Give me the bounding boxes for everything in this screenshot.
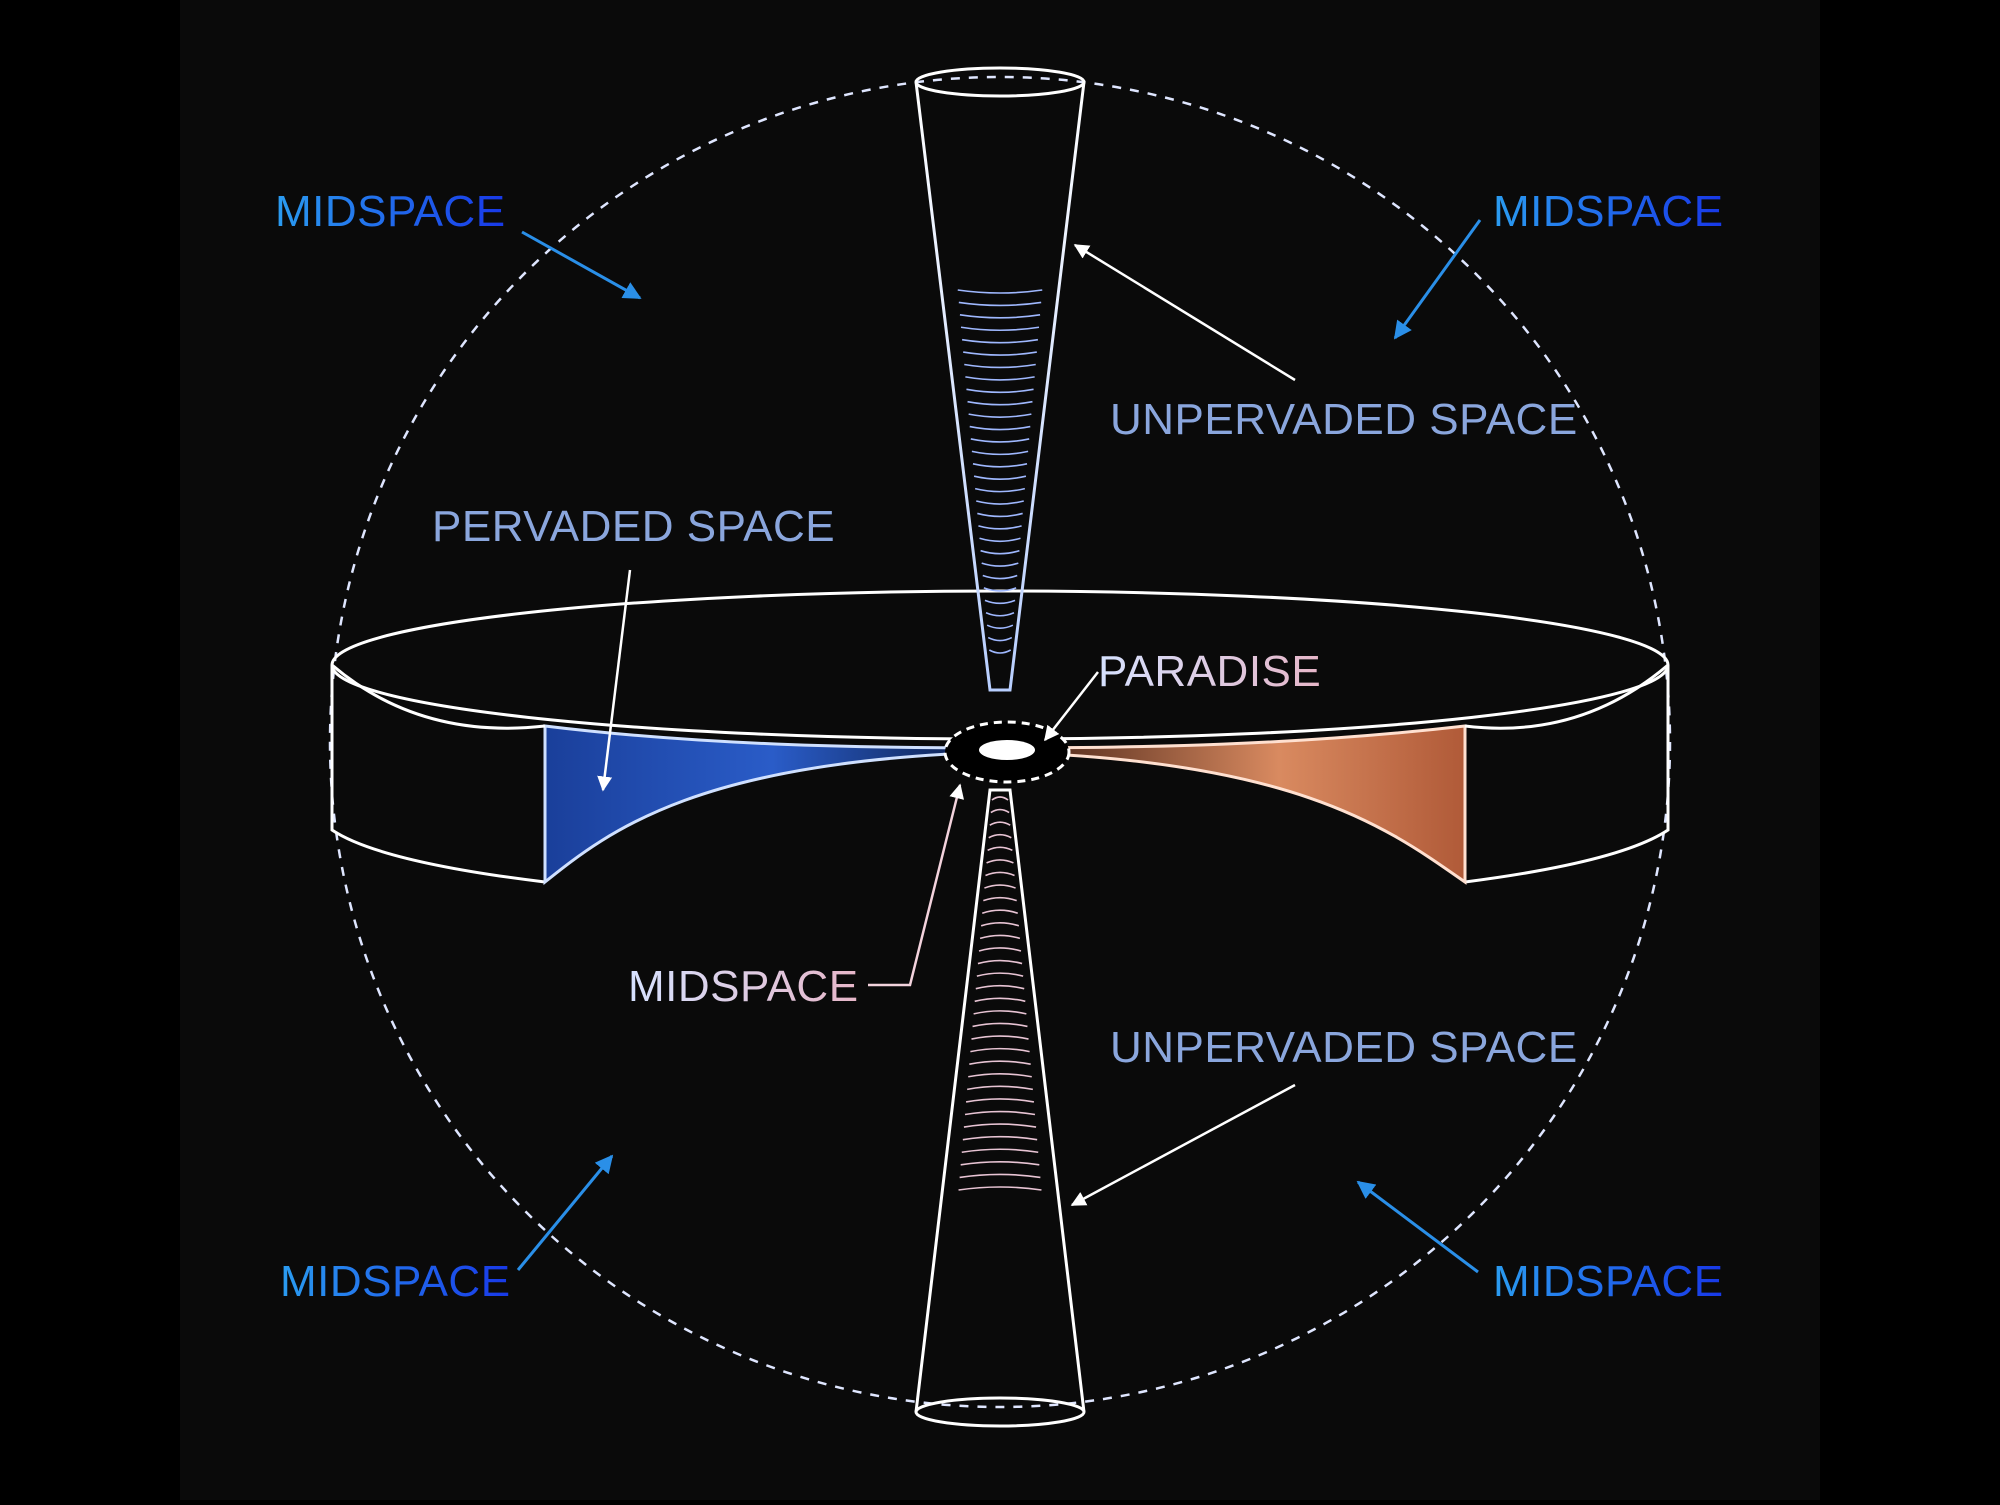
paradise-label: PARADISE <box>1098 647 1322 696</box>
midspace-center-pointer <box>868 783 965 987</box>
midspace-label-bottom-left: MIDSPACE <box>280 1257 511 1306</box>
cone-band-arc <box>981 909 1019 914</box>
pervaded-space-label: PERVADED SPACE <box>432 502 836 551</box>
upper-cone-bands <box>957 289 1043 654</box>
ring-left-inner-edge <box>331 663 546 730</box>
lower-cone-bands <box>958 796 1042 1191</box>
midspace-label-bottom-right: MIDSPACE <box>1493 1257 1724 1306</box>
cone-band-arc <box>959 314 1041 319</box>
cone-band-arc <box>985 612 1015 617</box>
cone-band-arc <box>961 1148 1039 1154</box>
cone-band-arc <box>976 972 1024 977</box>
cone-band-arc <box>987 636 1013 642</box>
cone-band-arc <box>976 500 1024 505</box>
upper-unpervaded-cone <box>914 81 1086 692</box>
unpervaded-bottom-pointer <box>1070 1083 1296 1207</box>
cone-band-arc <box>975 984 1025 990</box>
cone-band-arc <box>960 1161 1040 1166</box>
cone-band-arc <box>957 289 1043 294</box>
cone-band-arc <box>958 301 1042 307</box>
outer-dashed-boundary <box>328 75 1672 1409</box>
paradise-pointer <box>1044 671 1099 742</box>
cone-band-arc <box>964 363 1036 369</box>
cone-band-arc <box>978 525 1022 530</box>
cone-band-arc <box>983 896 1017 902</box>
cone-band-arc <box>980 922 1020 927</box>
cone-band-arc <box>972 463 1028 468</box>
cone-band-arc <box>988 649 1012 654</box>
cone-band-arc <box>968 1073 1032 1078</box>
ring-left-wall <box>330 665 546 884</box>
cone-band-arc <box>967 1085 1033 1091</box>
cone-band-arc <box>962 1135 1038 1141</box>
cone-band-arc <box>973 1010 1027 1015</box>
cone-band-arc <box>969 1060 1031 1065</box>
midspace-top-left-arrow <box>521 230 642 300</box>
paradise-disk <box>979 740 1035 760</box>
cone-band-arc <box>979 537 1021 543</box>
cone-band-arc <box>973 475 1027 481</box>
lower-cone-mouth <box>914 1396 1086 1428</box>
lower-unpervaded-cone <box>914 788 1086 1413</box>
pervaded-pointer <box>597 569 632 792</box>
unpervaded-top-pointer <box>1073 243 1296 382</box>
cone-band-arc <box>988 833 1012 839</box>
cone-band-arc <box>981 562 1019 567</box>
unpervaded-space-label-bottom: UNPERVADED SPACE <box>1110 1023 1578 1072</box>
ring-right-wall <box>1464 665 1670 884</box>
cone-band-arc <box>963 351 1037 356</box>
cone-band-arc <box>967 400 1033 406</box>
cone-band-arc <box>966 388 1034 394</box>
cone-band-arc <box>980 549 1020 555</box>
cone-band-arc <box>974 997 1026 1003</box>
cone-band-arc <box>970 1047 1030 1053</box>
cone-band-arc <box>991 796 1009 801</box>
cone-band-arc <box>984 884 1016 889</box>
cone-band-arc <box>983 587 1017 592</box>
cone-band-arc <box>958 1186 1042 1191</box>
unpervaded-space-label-top: UNPERVADED SPACE <box>1110 395 1578 444</box>
cone-band-arc <box>979 934 1021 940</box>
midspace-bottom-left-arrow <box>516 1154 614 1271</box>
midspace-label-center: MIDSPACE <box>628 962 859 1011</box>
cone-band-arc <box>982 574 1018 580</box>
upper-cone-mouth <box>914 66 1086 98</box>
cone-band-arc <box>986 624 1014 629</box>
ring-right-inner-edge <box>1464 663 1669 730</box>
cone-band-arc <box>965 376 1035 381</box>
midspace-top-right-arrow <box>1393 219 1482 340</box>
cone-band-arc <box>974 487 1026 493</box>
cone-band-arc <box>978 947 1022 952</box>
cone-band-arc <box>971 450 1029 456</box>
cone-band-arc <box>964 1110 1036 1116</box>
cone-band-arc <box>990 808 1010 814</box>
cone-band-arc <box>959 1173 1041 1179</box>
cone-band-arc <box>969 425 1031 431</box>
cone-band-arc <box>960 326 1040 332</box>
cone-band-arc <box>989 821 1011 826</box>
midspace-bottom-right-arrow <box>1356 1180 1479 1274</box>
cone-band-arc <box>985 871 1015 877</box>
cone-band-arc <box>963 1123 1037 1128</box>
midspace-label-top-left: MIDSPACE <box>275 187 506 236</box>
cone-band-arc <box>968 413 1032 418</box>
cone-band-arc <box>977 959 1023 965</box>
cone-band-arc <box>986 859 1014 864</box>
cone-band-arc <box>970 438 1030 443</box>
midspace-label-top-right: MIDSPACE <box>1493 187 1724 236</box>
cone-band-arc <box>961 338 1039 344</box>
cone-band-arc <box>977 512 1023 518</box>
cone-band-arc <box>972 1022 1028 1028</box>
cone-band-arc <box>984 599 1016 605</box>
cone-band-arc <box>965 1098 1035 1103</box>
cone-band-arc <box>971 1035 1029 1040</box>
cone-band-arc <box>987 846 1013 852</box>
